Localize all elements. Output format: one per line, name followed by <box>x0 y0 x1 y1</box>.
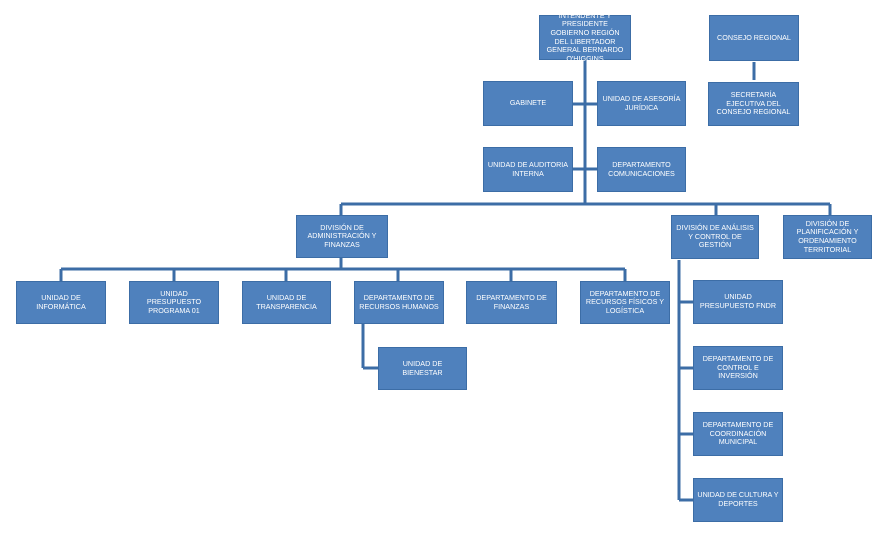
unidad-presupuesto-01-label: UNIDAD PRESUPUESTO PROGRAMA 01 <box>146 288 202 315</box>
departamento-rrhh-box[interactable]: DEPARTAMENTO DE RECURSOS HUMANOS <box>354 281 444 324</box>
unidad-cultura-deportes-label: UNIDAD DE CULTURA Y DEPORTES <box>697 490 779 508</box>
division-administracion-box[interactable]: DIVISIÓN DE ADMINISTRACIÓN Y FINANZAS <box>296 215 388 258</box>
intendente-label: INTENDENTE Y PRESIDENTE GOBIERNO REGIÓN … <box>546 10 624 63</box>
secretaria-ejecutiva-label: SECRETARÍA EJECUTIVA DEL CONSEJO REGIONA… <box>716 90 791 117</box>
departamento-control-inversion-label: DEPARTAMENTO DE CONTROL E INVERSIÓN <box>702 354 774 381</box>
division-analisis-label: DIVISIÓN DE ANÁLISIS Y CONTROL DE GESTIÓ… <box>676 223 754 250</box>
departamento-coordinacion-municipal-box[interactable]: DEPARTAMENTO DE COORDINACIÓN MUNICIPAL <box>693 412 783 456</box>
comunicaciones-box[interactable]: DEPARTAMENTO COMUNICACIONES <box>597 147 686 192</box>
unidad-transparencia-label: UNIDAD DE TRANSPARENCIA <box>256 292 317 311</box>
consejo-regional-label: CONSEJO REGIONAL <box>717 32 791 42</box>
division-analisis-box[interactable]: DIVISIÓN DE ANÁLISIS Y CONTROL DE GESTIÓ… <box>671 215 759 259</box>
comunicaciones-label: DEPARTAMENTO COMUNICACIONES <box>608 159 675 178</box>
departamento-recursos-fisicos-box[interactable]: DEPARTAMENTO DE RECURSOS FÍSICOS Y LOGÍS… <box>580 281 670 324</box>
consejo-regional-box[interactable]: CONSEJO REGIONAL <box>709 15 799 61</box>
unidad-presupuesto-fndr-label: UNIDAD PRESUPUESTO FNDR <box>699 292 777 310</box>
unidad-informatica-box[interactable]: UNIDAD DE INFORMÁTICA <box>16 281 106 324</box>
unidad-informatica-label: UNIDAD DE INFORMÁTICA <box>36 292 86 311</box>
unidad-bienestar-box[interactable]: UNIDAD DE BIENESTAR <box>378 347 467 390</box>
gabinete-label: GABINETE <box>509 98 547 108</box>
secretaria-ejecutiva-box[interactable]: SECRETARÍA EJECUTIVA DEL CONSEJO REGIONA… <box>708 82 799 126</box>
departamento-coordinacion-municipal-label: DEPARTAMENTO DE COORDINACIÓN MUNICIPAL <box>702 420 774 447</box>
unidad-transparencia-box[interactable]: UNIDAD DE TRANSPARENCIA <box>242 281 331 324</box>
division-planificacion-box[interactable]: DIVISIÓN DE PLANIFICACIÓN Y ORDENAMIENTO… <box>783 215 872 259</box>
asesoria-juridica-box[interactable]: UNIDAD DE ASESORÍA JURÍDICA <box>597 81 686 126</box>
departamento-rrhh-label: DEPARTAMENTO DE RECURSOS HUMANOS <box>359 292 439 311</box>
unidad-cultura-deportes-box[interactable]: UNIDAD DE CULTURA Y DEPORTES <box>693 478 783 522</box>
unidad-presupuesto-01-box[interactable]: UNIDAD PRESUPUESTO PROGRAMA 01 <box>129 281 219 324</box>
unidad-presupuesto-fndr-box[interactable]: UNIDAD PRESUPUESTO FNDR <box>693 280 783 324</box>
auditoria-interna-box[interactable]: UNIDAD DE AUDITORIA INTERNA <box>483 147 573 192</box>
auditoria-interna-label: UNIDAD DE AUDITORIA INTERNA <box>487 159 569 178</box>
unidad-bienestar-label: UNIDAD DE BIENESTAR <box>402 358 443 377</box>
departamento-finanzas-box[interactable]: DEPARTAMENTO DE FINANZAS <box>466 281 557 324</box>
division-administracion-label: DIVISIÓN DE ADMINISTRACIÓN Y FINANZAS <box>307 222 377 249</box>
intendente-box[interactable]: INTENDENTE Y PRESIDENTE GOBIERNO REGIÓN … <box>539 11 631 62</box>
departamento-recursos-fisicos-label: DEPARTAMENTO DE RECURSOS FÍSICOS Y LOGÍS… <box>585 288 665 315</box>
asesoria-juridica-label: UNIDAD DE ASESORÍA JURÍDICA <box>602 93 681 112</box>
division-planificacion-label: DIVISIÓN DE PLANIFICACIÓN Y ORDENAMIENTO… <box>796 218 859 254</box>
gabinete-box[interactable]: GABINETE <box>483 81 573 126</box>
departamento-control-inversion-box[interactable]: DEPARTAMENTO DE CONTROL E INVERSIÓN <box>693 346 783 390</box>
departamento-finanzas-label: DEPARTAMENTO DE FINANZAS <box>476 292 547 311</box>
